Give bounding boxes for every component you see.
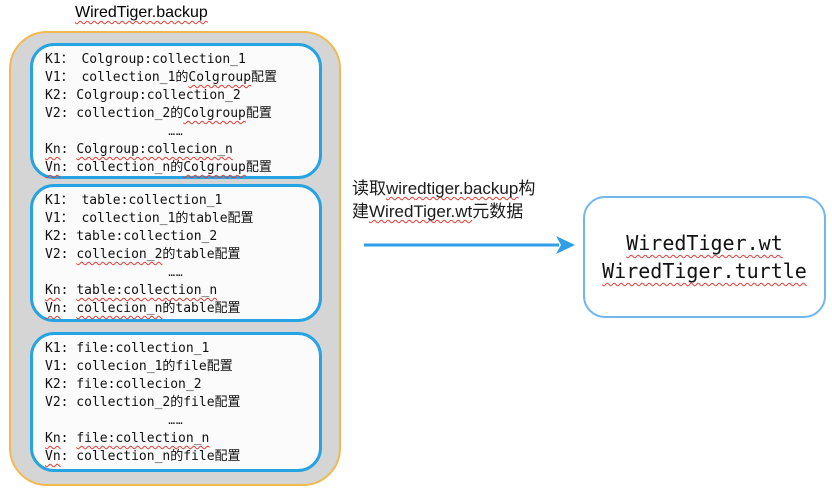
text-line: V2: collection_2的file配置 <box>45 394 313 412</box>
text-segment: K2: Colgroup:collection_2 <box>45 88 241 103</box>
text-segment: : <box>60 283 77 298</box>
backup-title-text: WiredTiger.backup <box>75 4 208 21</box>
text-segment: 配置 <box>251 70 278 85</box>
text-segment: 的table配置 <box>162 247 241 262</box>
right-arrow-icon <box>364 236 575 254</box>
text-line: K2: Colgroup:collection_2 <box>45 87 313 105</box>
text-line: V2: collection_2的Colgroup配置 <box>45 105 313 123</box>
text-segment: 读取 <box>352 179 386 198</box>
text-line: K1: file:collection_1 <box>45 340 313 358</box>
text-segment: …… <box>168 414 184 427</box>
text-line: Kn: table:collection_n <box>45 282 313 300</box>
text-segment: …… <box>168 125 184 138</box>
text-line: K2: file:collecion_2 <box>45 376 313 394</box>
text-line: WiredTiger.wt <box>626 229 783 257</box>
misspelled-text: Vn <box>45 160 61 175</box>
text-segment: K1： Colgroup:collection_1 <box>45 52 246 67</box>
text-segment: : collection_n的file配置 <box>60 449 241 464</box>
text-line: WiredTiger.turtle <box>602 257 807 285</box>
misspelled-text: Vn <box>45 449 61 464</box>
backup-title: WiredTiger.backup <box>75 3 208 23</box>
text-line: Kn: file:collection_n <box>45 430 313 448</box>
text-segment: : collection_n的 <box>60 160 184 175</box>
text-line: …… <box>45 412 313 430</box>
text-line: V1： collection_1的Colgroup配置 <box>45 69 313 87</box>
text-segment: K2: table:collection_2 <box>45 229 218 244</box>
misspelled-text: WiredTiger.turtle <box>602 259 807 283</box>
arrow-label: 读取wiredtiger.backup构建WiredTiger.wt元数据 <box>352 177 592 223</box>
misspelled-text: Colgroup:collecion_n <box>76 142 233 157</box>
text-segment: 配置 <box>245 160 272 175</box>
text-line: Vn: collection_n的Colgroup配置 <box>45 159 313 177</box>
misspelled-text: Kn <box>45 142 61 157</box>
text-segment: 配置 <box>245 106 272 121</box>
text-line: 建WiredTiger.wt元数据 <box>352 200 592 223</box>
text-segment: K1： table:collection_1 <box>45 193 223 208</box>
misspelled-text: Kn <box>45 283 61 298</box>
text-line: K1： table:collection_1 <box>45 192 313 210</box>
text-segment: K1: file:collection_1 <box>45 341 210 356</box>
misspelled-text: file:collection_n <box>76 431 210 446</box>
misspelled-text: Colgroup <box>183 106 246 121</box>
text-segment: V2: collection_2的file配置 <box>45 395 241 410</box>
text-line: K2: table:collection_2 <box>45 228 313 246</box>
misspelled-text: collecion_n <box>76 301 163 316</box>
text-segment: 元数据 <box>472 202 524 221</box>
text-line: Vn: collection_n的file配置 <box>45 448 313 466</box>
misspelled-text: Colgroup <box>188 70 252 85</box>
text-line: V1： collection_1的table配置 <box>45 210 313 228</box>
text-line: K1： Colgroup:collection_1 <box>45 51 313 69</box>
misspelled-text: WiredTiger.wt <box>369 202 473 221</box>
text-segment: : <box>60 301 77 316</box>
text-segment: V2: collection_2的 <box>45 106 184 121</box>
text-line: Vn: collecion_n的table配置 <box>45 300 313 318</box>
misspelled-text: wiredtiger.backup <box>386 179 519 198</box>
text-line: Kn: Colgroup:collecion_n <box>45 141 313 159</box>
misspelled-text: Vn <box>45 301 61 316</box>
text-segment: V2: <box>45 247 77 262</box>
text-segment: 的table配置 <box>162 301 241 316</box>
misspelled-text: WiredTiger.wt <box>626 231 783 255</box>
text-segment: K2: file:collecion_2 <box>45 377 202 392</box>
text-segment: : <box>60 142 77 157</box>
text-line: V1: collecion_1的file配置 <box>45 358 313 376</box>
text-line: …… <box>45 123 313 141</box>
text-segment: …… <box>168 266 184 279</box>
text-line: V2: collecion_2的table配置 <box>45 246 313 264</box>
text-segment: V1: collecion_1的file配置 <box>45 359 233 374</box>
text-segment: : <box>60 431 77 446</box>
misspelled-text: table:collection_n <box>76 283 218 298</box>
text-segment: V1： collection_1的table配置 <box>45 211 254 226</box>
text-segment: 建 <box>352 202 369 221</box>
text-line: 读取wiredtiger.backup构 <box>352 177 592 200</box>
misspelled-text: Kn <box>45 431 61 446</box>
misspelled-text: collecion_2 <box>76 247 163 262</box>
misspelled-text: Colgroup <box>183 160 246 175</box>
arrow-head <box>556 236 575 254</box>
text-line: …… <box>45 264 313 282</box>
text-segment: V1： collection_1的 <box>45 70 189 85</box>
text-segment: 构 <box>518 179 536 198</box>
